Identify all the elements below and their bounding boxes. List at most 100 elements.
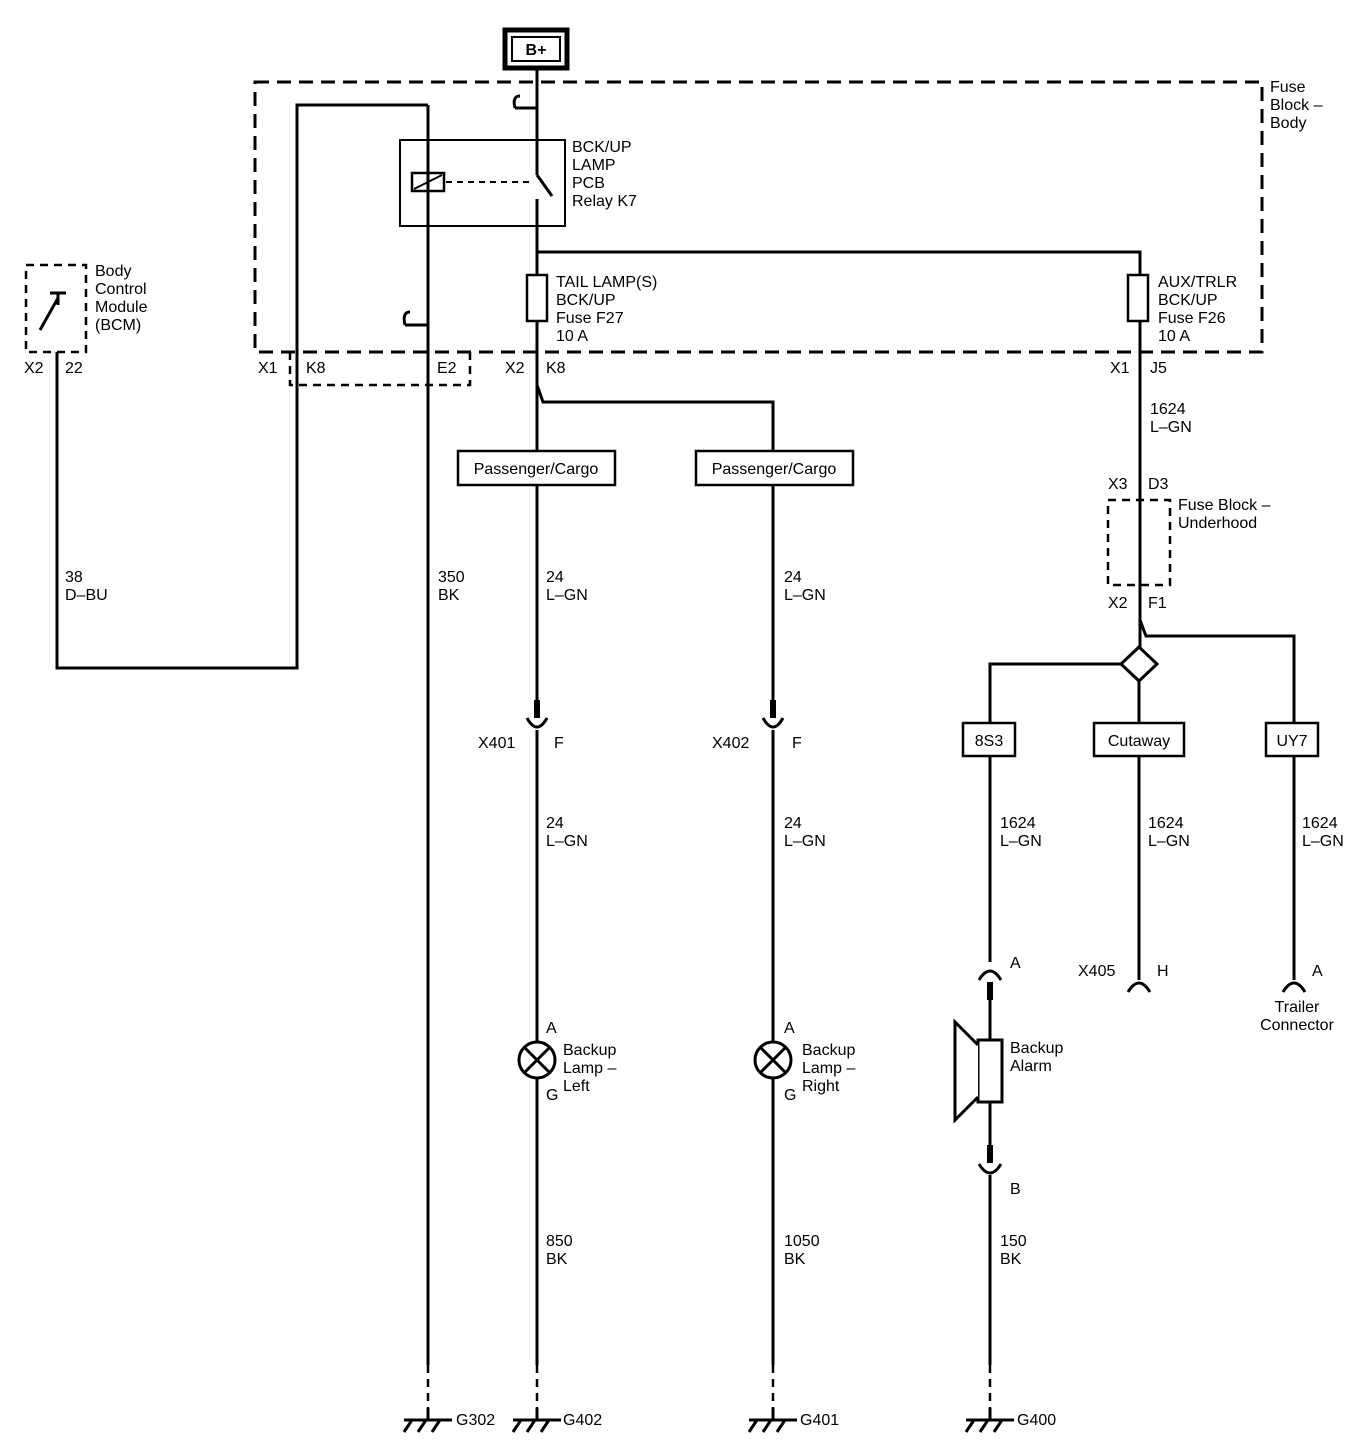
relay-switch-icon — [535, 174, 554, 197]
svg-text:BCK/UP: BCK/UP — [556, 292, 616, 309]
svg-text:LAMP: LAMP — [572, 157, 616, 174]
ground-g400-icon — [964, 1408, 1014, 1433]
wire-l1-num: 24 — [546, 569, 564, 586]
fuse-f26-icon — [1126, 273, 1150, 323]
svg-text:Body: Body — [95, 263, 131, 280]
backup-lamp-left-icon — [517, 1040, 557, 1080]
option-passenger-cargo-2 — [694, 449, 855, 487]
svg-text:Lamp –: Lamp – — [802, 1060, 855, 1077]
conn-k8b: K8 — [546, 360, 566, 377]
lamp-left-pin-g: G — [546, 1087, 558, 1104]
svg-text:Block –: Block – — [1270, 97, 1323, 114]
connector-symbol — [512, 94, 537, 110]
backup-alarm-speaker-icon — [953, 1018, 1004, 1124]
svg-text:BCK/UP: BCK/UP — [1158, 292, 1218, 309]
backup-lamp-left-label: Backup Lamp – Left — [563, 1042, 616, 1095]
wire-38-num: 38 — [65, 569, 83, 586]
option-8s3 — [961, 721, 1017, 758]
option-pc2-label: Passenger/Cargo — [712, 461, 837, 478]
alarm-pin-a: A — [1010, 955, 1021, 972]
lamp-left-pin-a: A — [546, 1020, 557, 1037]
ground-g302-label: G302 — [456, 1412, 495, 1429]
wire-t1-color: L–GN — [1302, 833, 1344, 850]
wire-l2-num: 24 — [546, 815, 564, 832]
backup-alarm-label: Backup Alarm — [1010, 1040, 1063, 1075]
ground-g402-icon — [511, 1408, 561, 1433]
conn-x402: X402 — [712, 735, 749, 752]
relay-k7-label: BCK/UP LAMP PCB Relay K7 — [572, 139, 637, 210]
conn-f1: F1 — [1148, 595, 1167, 612]
svg-text:Alarm: Alarm — [1010, 1058, 1052, 1075]
wire-r1-color: L–GN — [784, 587, 826, 604]
trailer-pin-a: A — [1312, 963, 1323, 980]
conn-x401-pin: F — [554, 735, 564, 752]
wire-a3-color: BK — [1000, 1251, 1022, 1268]
bcm-switch-icon — [38, 291, 66, 331]
svg-text:Lamp –: Lamp – — [563, 1060, 616, 1077]
svg-text:Fuse F26: Fuse F26 — [1158, 310, 1226, 327]
wire-a1-color: L–GN — [1000, 833, 1042, 850]
conn-x1: X1 — [258, 360, 278, 377]
fuse-f27-icon — [525, 273, 549, 323]
svg-text:Backup: Backup — [1010, 1040, 1063, 1057]
svg-text:Module: Module — [95, 299, 148, 316]
wire-350-color: BK — [438, 587, 460, 604]
conn-x405: X405 — [1078, 963, 1115, 980]
svg-text:Fuse Block –: Fuse Block – — [1178, 497, 1271, 514]
option-uy7-label: UY7 — [1276, 733, 1307, 750]
svg-text:Connector: Connector — [1260, 1017, 1334, 1034]
option-uy7 — [1264, 721, 1320, 758]
wire-350-num: 350 — [438, 569, 465, 586]
fuse-f27-label: TAIL LAMP(S) BCK/UP Fuse F27 10 A — [556, 274, 657, 345]
conn-k8a: K8 — [306, 360, 326, 377]
svg-text:Control: Control — [95, 281, 147, 298]
power-label: B+ — [526, 42, 547, 59]
option-8s3-label: 8S3 — [975, 733, 1004, 750]
wire-r3-color: BK — [784, 1251, 806, 1268]
connector-x1-outline — [288, 352, 472, 387]
fuse-f26-label: AUX/TRLR BCK/UP Fuse F26 10 A — [1158, 274, 1237, 345]
splice-diamond-icon — [1118, 644, 1160, 684]
svg-text:Underhood: Underhood — [1178, 515, 1257, 532]
svg-text:Trailer: Trailer — [1275, 999, 1320, 1016]
conn-x405-pin: H — [1157, 963, 1169, 980]
conn-x401: X401 — [478, 735, 515, 752]
svg-text:10 A: 10 A — [556, 328, 588, 345]
battery-positive-terminal: B+ — [502, 27, 570, 71]
svg-text:Left: Left — [563, 1078, 590, 1095]
wire-a3-num: 150 — [1000, 1233, 1027, 1250]
ground-g401-label: G401 — [800, 1412, 839, 1429]
connector-symbol — [402, 310, 428, 327]
wire-38-color: D–BU — [65, 587, 108, 604]
bcm-connector-label: X2 — [24, 360, 44, 377]
wire-l3-color: BK — [546, 1251, 568, 1268]
svg-text:Fuse: Fuse — [1270, 79, 1306, 96]
svg-text:Backup: Backup — [563, 1042, 616, 1059]
svg-text:10 A: 10 A — [1158, 328, 1190, 345]
wire-r1-num: 24 — [784, 569, 802, 586]
wire-a1-num: 1624 — [1000, 815, 1036, 832]
svg-text:AUX/TRLR: AUX/TRLR — [1158, 274, 1237, 291]
alarm-connector-b-icon — [977, 1163, 1003, 1365]
conn-e2: E2 — [437, 360, 457, 377]
alarm-connector-a-icon — [977, 969, 1003, 981]
wire-t1-num: 1624 — [1302, 815, 1338, 832]
bcm-label: Body Control Module (BCM) — [95, 263, 148, 334]
svg-text:Backup: Backup — [802, 1042, 855, 1059]
wire-l1-color: L–GN — [546, 587, 588, 604]
conn-x1b: X1 — [1110, 360, 1130, 377]
fuse-block-underhood-label: Fuse Block – Underhood — [1178, 497, 1271, 532]
ground-g400-label: G400 — [1017, 1412, 1056, 1429]
fuse-block-underhood-outline — [1106, 498, 1172, 587]
trailer-connector-label: Trailer Connector — [1260, 999, 1334, 1034]
bcm-outline — [24, 263, 88, 354]
lamp-right-pin-g: G — [784, 1087, 796, 1104]
option-cutaway — [1092, 721, 1186, 758]
conn-j5: J5 — [1150, 360, 1167, 377]
conn-x2: X2 — [505, 360, 525, 377]
backup-lamp-right-label: Backup Lamp – Right — [802, 1042, 855, 1095]
wire-r3-num: 1050 — [784, 1233, 820, 1250]
svg-text:BCK/UP: BCK/UP — [572, 139, 632, 156]
conn-x3: X3 — [1108, 476, 1128, 493]
